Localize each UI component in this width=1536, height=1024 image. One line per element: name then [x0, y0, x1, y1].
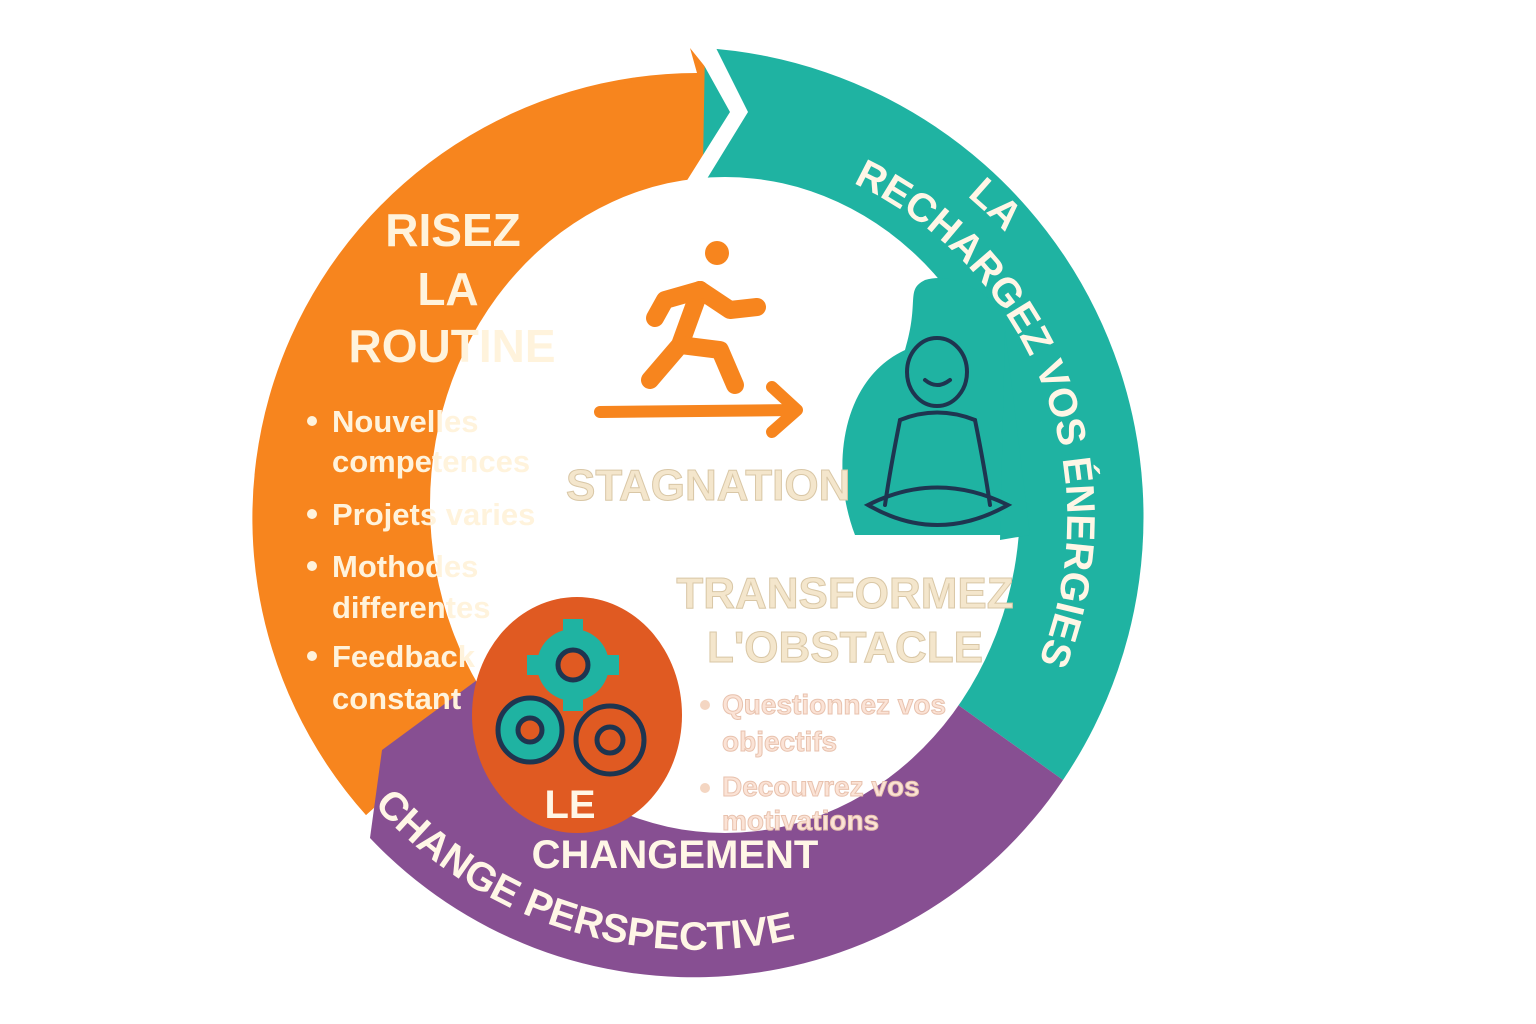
arrow-right-icon — [594, 381, 803, 438]
gears-circle — [472, 597, 682, 833]
title-line: ROUTINE — [349, 320, 556, 372]
teal-arrow-notch — [686, 40, 748, 182]
runner-icon — [641, 241, 766, 394]
bullet-text: Nouvelles — [332, 404, 478, 439]
bullet-text: objectifs — [722, 726, 837, 757]
bullet-text: Decouvrez vos — [722, 771, 920, 802]
le-label: LE — [544, 783, 595, 827]
title-line: L'OBSTACLE — [707, 623, 983, 672]
obstacle-bullets: Questionnez vos objectifs Decouvrez vos … — [700, 689, 947, 837]
title-line: LA — [417, 263, 478, 315]
routine-title: RISEZ LA ROUTINE — [349, 204, 556, 372]
bullet-text: Projets varies — [332, 497, 535, 532]
bullet-text: Mothodes — [332, 549, 478, 584]
changement-label: CHANGEMENT — [532, 833, 819, 877]
obstacle-section: TRANSFORMEZ L'OBSTACLE — [676, 569, 1014, 673]
bullet-text: competences — [332, 444, 530, 479]
routine-bullets: Nouvelles competences Projets varies Mot… — [307, 404, 535, 716]
title-line: RISEZ — [385, 204, 520, 256]
bullet-text: differentes — [332, 590, 490, 625]
bullet-text: Questionnez vos — [722, 689, 946, 720]
bullet-text: motivations — [722, 805, 879, 836]
stagnation-label: STAGNATION — [566, 461, 850, 510]
title-line: TRANSFORMEZ — [676, 569, 1013, 618]
gears-icon — [495, 619, 647, 777]
teal-bump-right — [1000, 330, 1030, 540]
meditation-icon — [863, 336, 1013, 527]
bullet-text: Feedback — [332, 639, 476, 674]
bullet-text: constant — [332, 681, 461, 716]
